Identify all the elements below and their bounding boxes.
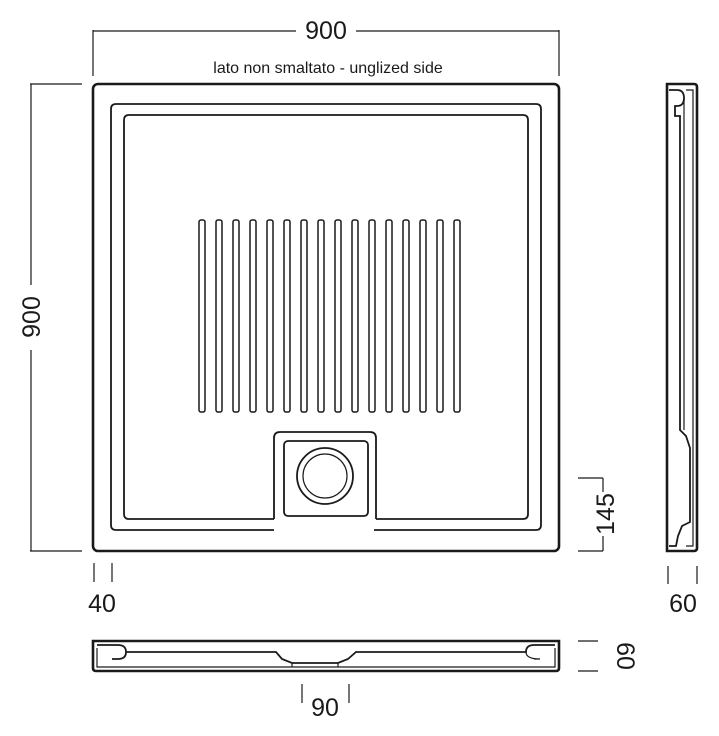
groove [232,219,240,413]
front-section-view [91,639,561,673]
drain-offset-label: 145 [592,493,620,535]
groove [436,219,444,413]
drain-offset-dimension: 145 [578,477,620,552]
groove [198,219,206,413]
groove [402,219,410,413]
groove [300,219,308,413]
rim-dimension: 40 [88,563,116,618]
side-depth-label: 60 [669,590,697,618]
left-dimension: 900 [18,83,82,552]
rim-width-label: 40 [88,590,116,618]
groove [317,219,325,413]
groove [283,219,291,413]
groove [266,219,274,413]
groove [453,219,461,413]
side-depth-dimension: 60 [667,566,698,618]
top-dimension: 900 [92,17,560,76]
groove [334,219,342,413]
anti-slip-grooves [198,219,461,413]
groove [385,219,393,413]
left-height-label: 900 [18,296,46,338]
drain-width-label: 90 [311,694,339,722]
groove [215,219,223,413]
drain-width-dimension: 90 [301,684,350,722]
bottom-height-label: 60 [611,642,639,670]
groove [249,219,257,413]
tray-plan-view [91,82,561,553]
groove [351,219,359,413]
groove [419,219,427,413]
top-width-label: 900 [305,17,347,45]
side-section-view [665,82,699,553]
bottom-height-dimension: 60 [578,640,639,672]
groove [368,219,376,413]
unglazed-side-note: lato non smaltato - unglized side [213,60,443,77]
drain-sump [273,431,377,519]
